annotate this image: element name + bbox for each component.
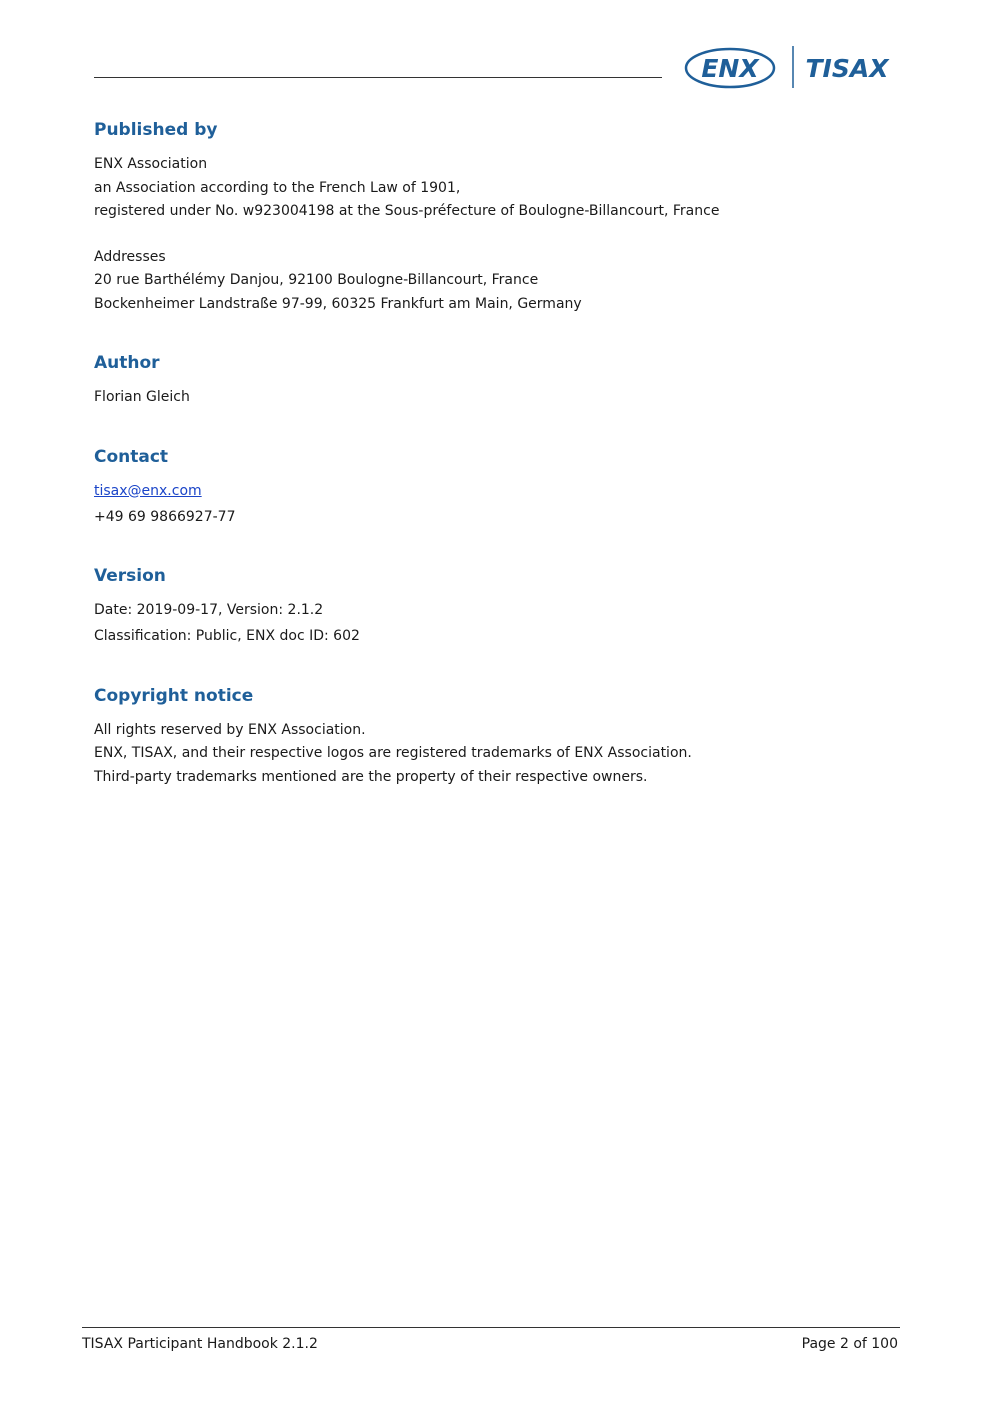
- published-section: Published by ENX Association an Associat…: [94, 118, 904, 316]
- footer-page-number: Page 2 of 100: [801, 1336, 898, 1352]
- copyright-line-1: All rights reserved by ENX Association.: [94, 721, 366, 738]
- footer-doc-title: TISAX Participant Handbook 2.1.2: [82, 1336, 318, 1352]
- copyright-section: Copyright notice All rights reserved by …: [94, 684, 904, 790]
- footer-rule: [82, 1327, 900, 1328]
- enx-tisax-logo: ENX TISAX: [684, 46, 891, 89]
- contact-section: Contact tisax@enx.com +49 69 9866927-77: [94, 445, 904, 530]
- version-heading: Version: [94, 566, 166, 586]
- copyright-line-2: ENX, TISAX, and their respective logos a…: [94, 745, 692, 761]
- logo-tisax-text: TISAX: [806, 54, 891, 83]
- contact-email-link[interactable]: tisax@enx.com: [94, 482, 202, 499]
- publisher-name: ENX Association: [94, 156, 208, 172]
- published-heading: Published by: [94, 120, 218, 140]
- address-germany: Bockenheimer Landstraße 97-99, 60325 Fra…: [94, 295, 582, 312]
- version-date: Date: 2019-09-17, Version: 2.1.2: [94, 602, 324, 618]
- author-section: Author Florian Gleich: [94, 351, 904, 410]
- author-name: Florian Gleich: [94, 389, 190, 405]
- contact-phone: +49 69 9866927-77: [94, 508, 236, 525]
- copyright-heading: Copyright notice: [94, 685, 254, 706]
- version-section: Version Date: 2019-09-17, Version: 2.1.2…: [94, 564, 904, 649]
- contact-email-line: tisax@enx.com: [94, 477, 904, 506]
- copyright-line-3: Third-party trademarks mentioned are the…: [94, 768, 648, 785]
- version-classification: Classification: Public, ENX doc ID: 602: [94, 628, 360, 644]
- contact-heading: Contact: [94, 446, 169, 467]
- publisher-legal-form: an Association according to the French L…: [94, 179, 461, 196]
- imprint-content: Published by ENX Association an Associat…: [94, 118, 904, 789]
- addresses-label: Addresses: [94, 248, 166, 265]
- logo-enx-text: ENX: [701, 54, 760, 83]
- enx-oval-icon: [684, 47, 776, 89]
- publisher-registration: registered under No. w923004198 at the S…: [94, 203, 720, 219]
- address-france: 20 rue Barthélémy Danjou, 92100 Boulogne…: [94, 272, 539, 288]
- header-rule: [94, 77, 662, 78]
- author-heading: Author: [94, 353, 160, 373]
